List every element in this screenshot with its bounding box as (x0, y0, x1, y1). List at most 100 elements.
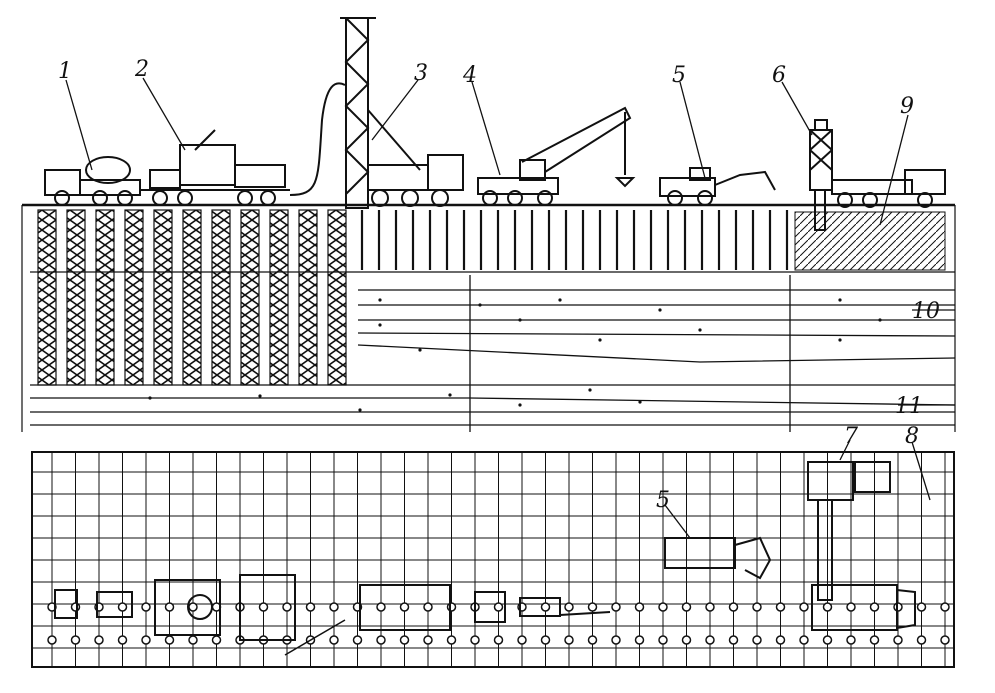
bored-pile (95, 209, 115, 386)
plan-hose (284, 619, 346, 656)
pile-driver-truck (809, 119, 946, 231)
pile-position (540, 635, 551, 645)
pile-position (728, 602, 739, 612)
pile-position (376, 602, 386, 612)
callout-3: 3 (414, 61, 428, 86)
pile-position (70, 602, 81, 612)
pile-position (822, 635, 833, 645)
callout-leaders (65, 77, 955, 406)
callout-labels: 1 2 3 4 5 6 9 10 11 7 8 5 (58, 57, 940, 513)
callout-6: 6 (772, 63, 786, 88)
soil-mark (638, 400, 642, 404)
soil-symbols (148, 298, 882, 412)
plan-leaders (664, 439, 931, 539)
pile-position (493, 602, 504, 612)
pile-position (587, 602, 598, 612)
pile-position (799, 635, 809, 645)
concrete-mixer-truck (44, 156, 141, 206)
pile-position (493, 635, 504, 645)
bored-pile (66, 209, 86, 386)
pile-position (141, 635, 151, 645)
pile-position (869, 602, 880, 612)
pile-position (799, 602, 809, 612)
pile-position (47, 635, 57, 645)
soil-mark (518, 403, 522, 407)
bored-pile (298, 209, 318, 386)
pile-position (752, 602, 762, 612)
callout-10: 10 (912, 299, 940, 324)
pile-position (587, 635, 598, 645)
pile-position (658, 635, 668, 645)
pile-position (399, 635, 410, 645)
pile-position (117, 635, 128, 645)
bored-pile (153, 209, 173, 386)
bored-pile (37, 209, 57, 386)
pile-position (423, 602, 433, 612)
pile-position (916, 635, 927, 645)
elevation-view (21, 17, 956, 432)
pile-position (681, 635, 692, 645)
callout-4: 4 (462, 63, 477, 88)
drilling-rig (340, 17, 464, 209)
soil-mark (518, 318, 522, 322)
callout-11: 11 (895, 394, 923, 419)
pile-position (329, 602, 339, 612)
soil-mark (378, 323, 382, 327)
callout-2: 2 (134, 57, 149, 82)
pile-position (188, 635, 198, 645)
pile-position (470, 635, 480, 645)
pile-position (329, 635, 339, 645)
pile-position (775, 635, 786, 645)
soil-mark (448, 393, 452, 397)
plan-loader-5 (664, 536, 772, 580)
soil-mark (478, 303, 482, 307)
soil-mark (878, 318, 882, 322)
pile-position (423, 635, 433, 645)
pile-position (352, 635, 363, 645)
soil-mark (358, 408, 362, 412)
truck-crane (477, 106, 636, 206)
pile-position (611, 635, 621, 645)
pile-position (658, 602, 668, 612)
pile-position (164, 602, 175, 612)
pile-position (822, 602, 833, 612)
pile-position (681, 602, 692, 612)
pile-position (399, 602, 410, 612)
soil-mark (558, 298, 562, 302)
pile-position (211, 635, 222, 645)
pile-position (634, 635, 645, 645)
pile-position (258, 602, 269, 612)
pile-position (517, 635, 527, 645)
pile-position (775, 602, 786, 612)
callout-1: 1 (58, 59, 72, 84)
completed-piles (37, 209, 347, 386)
soil-mark (418, 348, 422, 352)
callout-5: 5 (672, 63, 686, 88)
pile-position (141, 602, 151, 612)
bored-pile (269, 209, 289, 386)
pile-position (164, 635, 175, 645)
excavator-loader (659, 167, 776, 206)
pile-position (540, 602, 551, 612)
pile-position (634, 602, 645, 612)
mixing-plant-trailer (140, 129, 290, 206)
pile-position (705, 602, 715, 612)
pile-position (705, 635, 715, 645)
pile-position (869, 635, 880, 645)
bored-pile (182, 209, 202, 386)
pile-position (446, 602, 457, 612)
pile-position (94, 635, 104, 645)
plan-rig-7-8 (807, 461, 916, 631)
pile-position (188, 602, 198, 612)
pile-position (846, 602, 856, 612)
sheet-piles (360, 210, 789, 270)
pile-position (940, 602, 950, 612)
callout-9: 9 (900, 94, 914, 119)
pile-position (893, 635, 903, 645)
pile-position (916, 602, 927, 612)
pile-position (117, 602, 128, 612)
soil-mark (588, 388, 592, 392)
hatched-fill-zone (794, 211, 946, 271)
callout-7: 7 (844, 424, 858, 449)
